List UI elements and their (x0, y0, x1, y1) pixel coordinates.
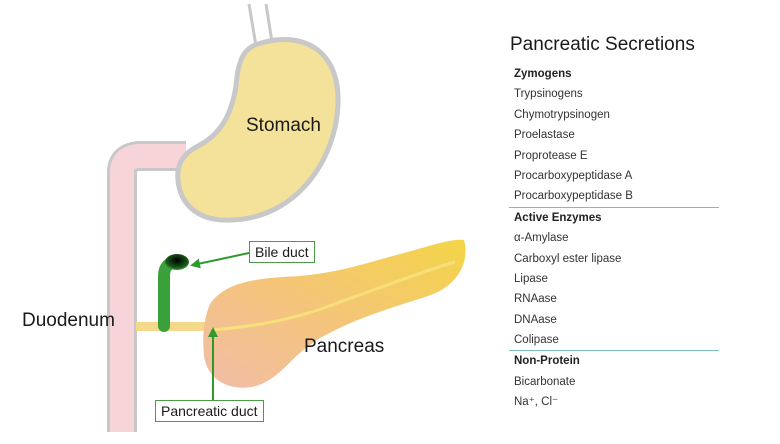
duodenum-label: Duodenum (22, 310, 115, 331)
secretion-item: Trypsinogens (514, 88, 583, 101)
bile-duct-callout: Bile duct (249, 241, 315, 263)
secretion-item: Colipase (514, 334, 559, 347)
secretion-item: Procarboxypeptidase A (514, 169, 633, 182)
duodenum-tube (107, 141, 186, 432)
bile-duct-structure (158, 254, 189, 332)
anatomy-diagram (107, 3, 466, 432)
secretion-item: α-Amylase (514, 232, 569, 245)
esophagus (247, 3, 274, 47)
secretion-item: Procarboxypeptidase B (514, 190, 633, 203)
stomach-label: Stomach (246, 115, 321, 136)
secretion-item: Lipase (514, 272, 548, 285)
pancreas-label: Pancreas (304, 336, 385, 357)
secretion-item: Chymotrypsinogen (514, 108, 610, 121)
pancreatic-duct-callout: Pancreatic duct (155, 400, 264, 422)
stomach-organ (175, 3, 341, 223)
secretion-item: Bicarbonate (514, 375, 576, 388)
secretion-item: RNAase (514, 293, 557, 306)
bile-duct-arrow (190, 252, 250, 269)
secretion-item: Proelastase (514, 129, 575, 142)
secretion-group-header: Zymogens (514, 68, 572, 80)
pancreatic-duct (136, 322, 248, 331)
secretion-item: Na⁺, Cl⁻ (514, 396, 559, 409)
secretions-title: Pancreatic Secretions (510, 34, 695, 55)
secretion-item: Carboxyl ester lipase (514, 252, 622, 265)
secretion-item: Proprotease E (514, 149, 588, 162)
secretion-group-header: Non-Protein (514, 355, 580, 368)
secretion-item: DNAase (514, 313, 557, 326)
pancreas-organ (203, 239, 466, 388)
secretion-group-header: Active Enzymes (514, 211, 602, 224)
